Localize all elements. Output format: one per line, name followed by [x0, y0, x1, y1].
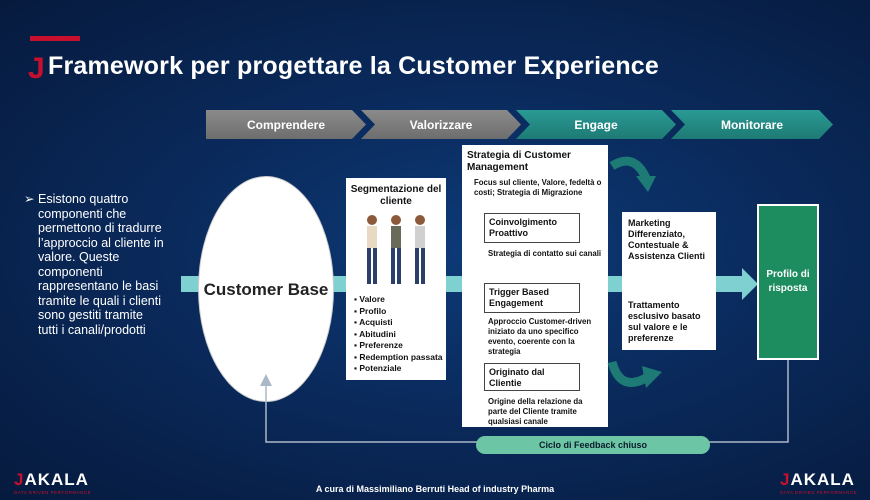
phase-monitorare: Monitorare	[671, 110, 833, 139]
segment-item: Profilo	[354, 306, 443, 318]
segmentation-box: Segmentazione del cliente Valore Profilo…	[346, 178, 446, 380]
segment-item: Valore	[354, 294, 443, 306]
footer-credit: A cura di Massimiliano Berruti Head of i…	[315, 484, 555, 494]
strategy-subtitle: Focus sul cliente, Valore, fedeltà o cos…	[474, 178, 602, 197]
phase-comprendere: Comprendere	[206, 110, 366, 139]
logo-right: JAKALA DATA DRIVEN PERFORMANCE	[780, 470, 857, 495]
logo-mark: J	[14, 470, 25, 489]
engagement-block-proactive: Coinvolgimento Proattivo	[484, 213, 580, 243]
flow-bar-4	[716, 276, 744, 292]
phase-valorizzare: Valorizzare	[361, 110, 521, 139]
profile-box: Profilo di risposta	[757, 204, 819, 360]
logo-tagline: DATA DRIVEN PERFORMANCE	[780, 490, 858, 495]
logo-name: AKALA	[24, 470, 89, 489]
curved-arrow-bottom-icon	[607, 360, 662, 388]
bullet-arrow-icon: ➢	[24, 192, 35, 206]
customer-base-ellipse: Customer Base	[198, 176, 334, 402]
engagement-desc-client: Origine della relazione da parte del Cli…	[488, 397, 583, 426]
phase-engage: Engage	[516, 110, 676, 139]
flow-bar-1	[330, 276, 348, 292]
feedback-loop-label: Ciclo di Feedback chiuso	[476, 436, 710, 454]
strategy-box: Strategia di Customer Management Focus s…	[462, 145, 608, 427]
flow-bar-3	[608, 276, 624, 292]
curved-arrow-top-icon	[609, 156, 656, 192]
marketing-box: Marketing Differenziato, Contestuale & A…	[622, 212, 716, 350]
segment-item: Acquisti	[354, 317, 443, 329]
segmentation-list: Valore Profilo Acquisti Abitudini Prefer…	[354, 294, 443, 375]
engagement-block-client: Originato dal Clientie	[484, 363, 580, 391]
title-mark: J	[28, 52, 45, 85]
engagement-desc-proactive: Strategia di contatto sui canali	[488, 249, 602, 258]
customer-base-label: Customer Base	[203, 279, 329, 299]
segment-item: Redemption passata	[354, 352, 442, 364]
engagement-desc-trigger: Approccio Customer-driven iniziato da un…	[488, 317, 592, 356]
marketing-text: Marketing Differenziato, Contestuale & A…	[628, 218, 706, 261]
intro-bullet: ➢ Esistono quattro componenti che permet…	[24, 192, 166, 337]
segment-item: Potenziale	[354, 363, 443, 375]
logo-mark: J	[780, 470, 791, 489]
engagement-block-trigger: Trigger Based Engagement	[484, 283, 580, 313]
treatment-text: Trattamento esclusivo basato sul valore …	[628, 300, 701, 343]
feedback-loop-lines	[260, 360, 789, 443]
flow-arrow-head-icon	[742, 268, 758, 300]
logo-left: JAKALA DATA DRIVEN PERFORMANCE	[14, 470, 91, 495]
segment-item: Preferenze	[354, 340, 443, 352]
strategy-title: Strategia di Customer Management	[467, 150, 571, 173]
title-accent-bar	[30, 36, 80, 41]
flow-bar-2	[446, 276, 464, 292]
logo-name: AKALA	[790, 470, 855, 489]
logo-tagline: DATA DRIVEN PERFORMANCE	[14, 490, 92, 495]
intro-text: Esistono quattro componenti che permetto…	[38, 192, 164, 337]
customers-illustration-icon	[367, 215, 425, 284]
segment-item: Abitudini	[354, 329, 443, 341]
segmentation-title: Segmentazione del cliente	[350, 184, 442, 207]
page-title: Framework per progettare la Customer Exp…	[48, 52, 659, 80]
